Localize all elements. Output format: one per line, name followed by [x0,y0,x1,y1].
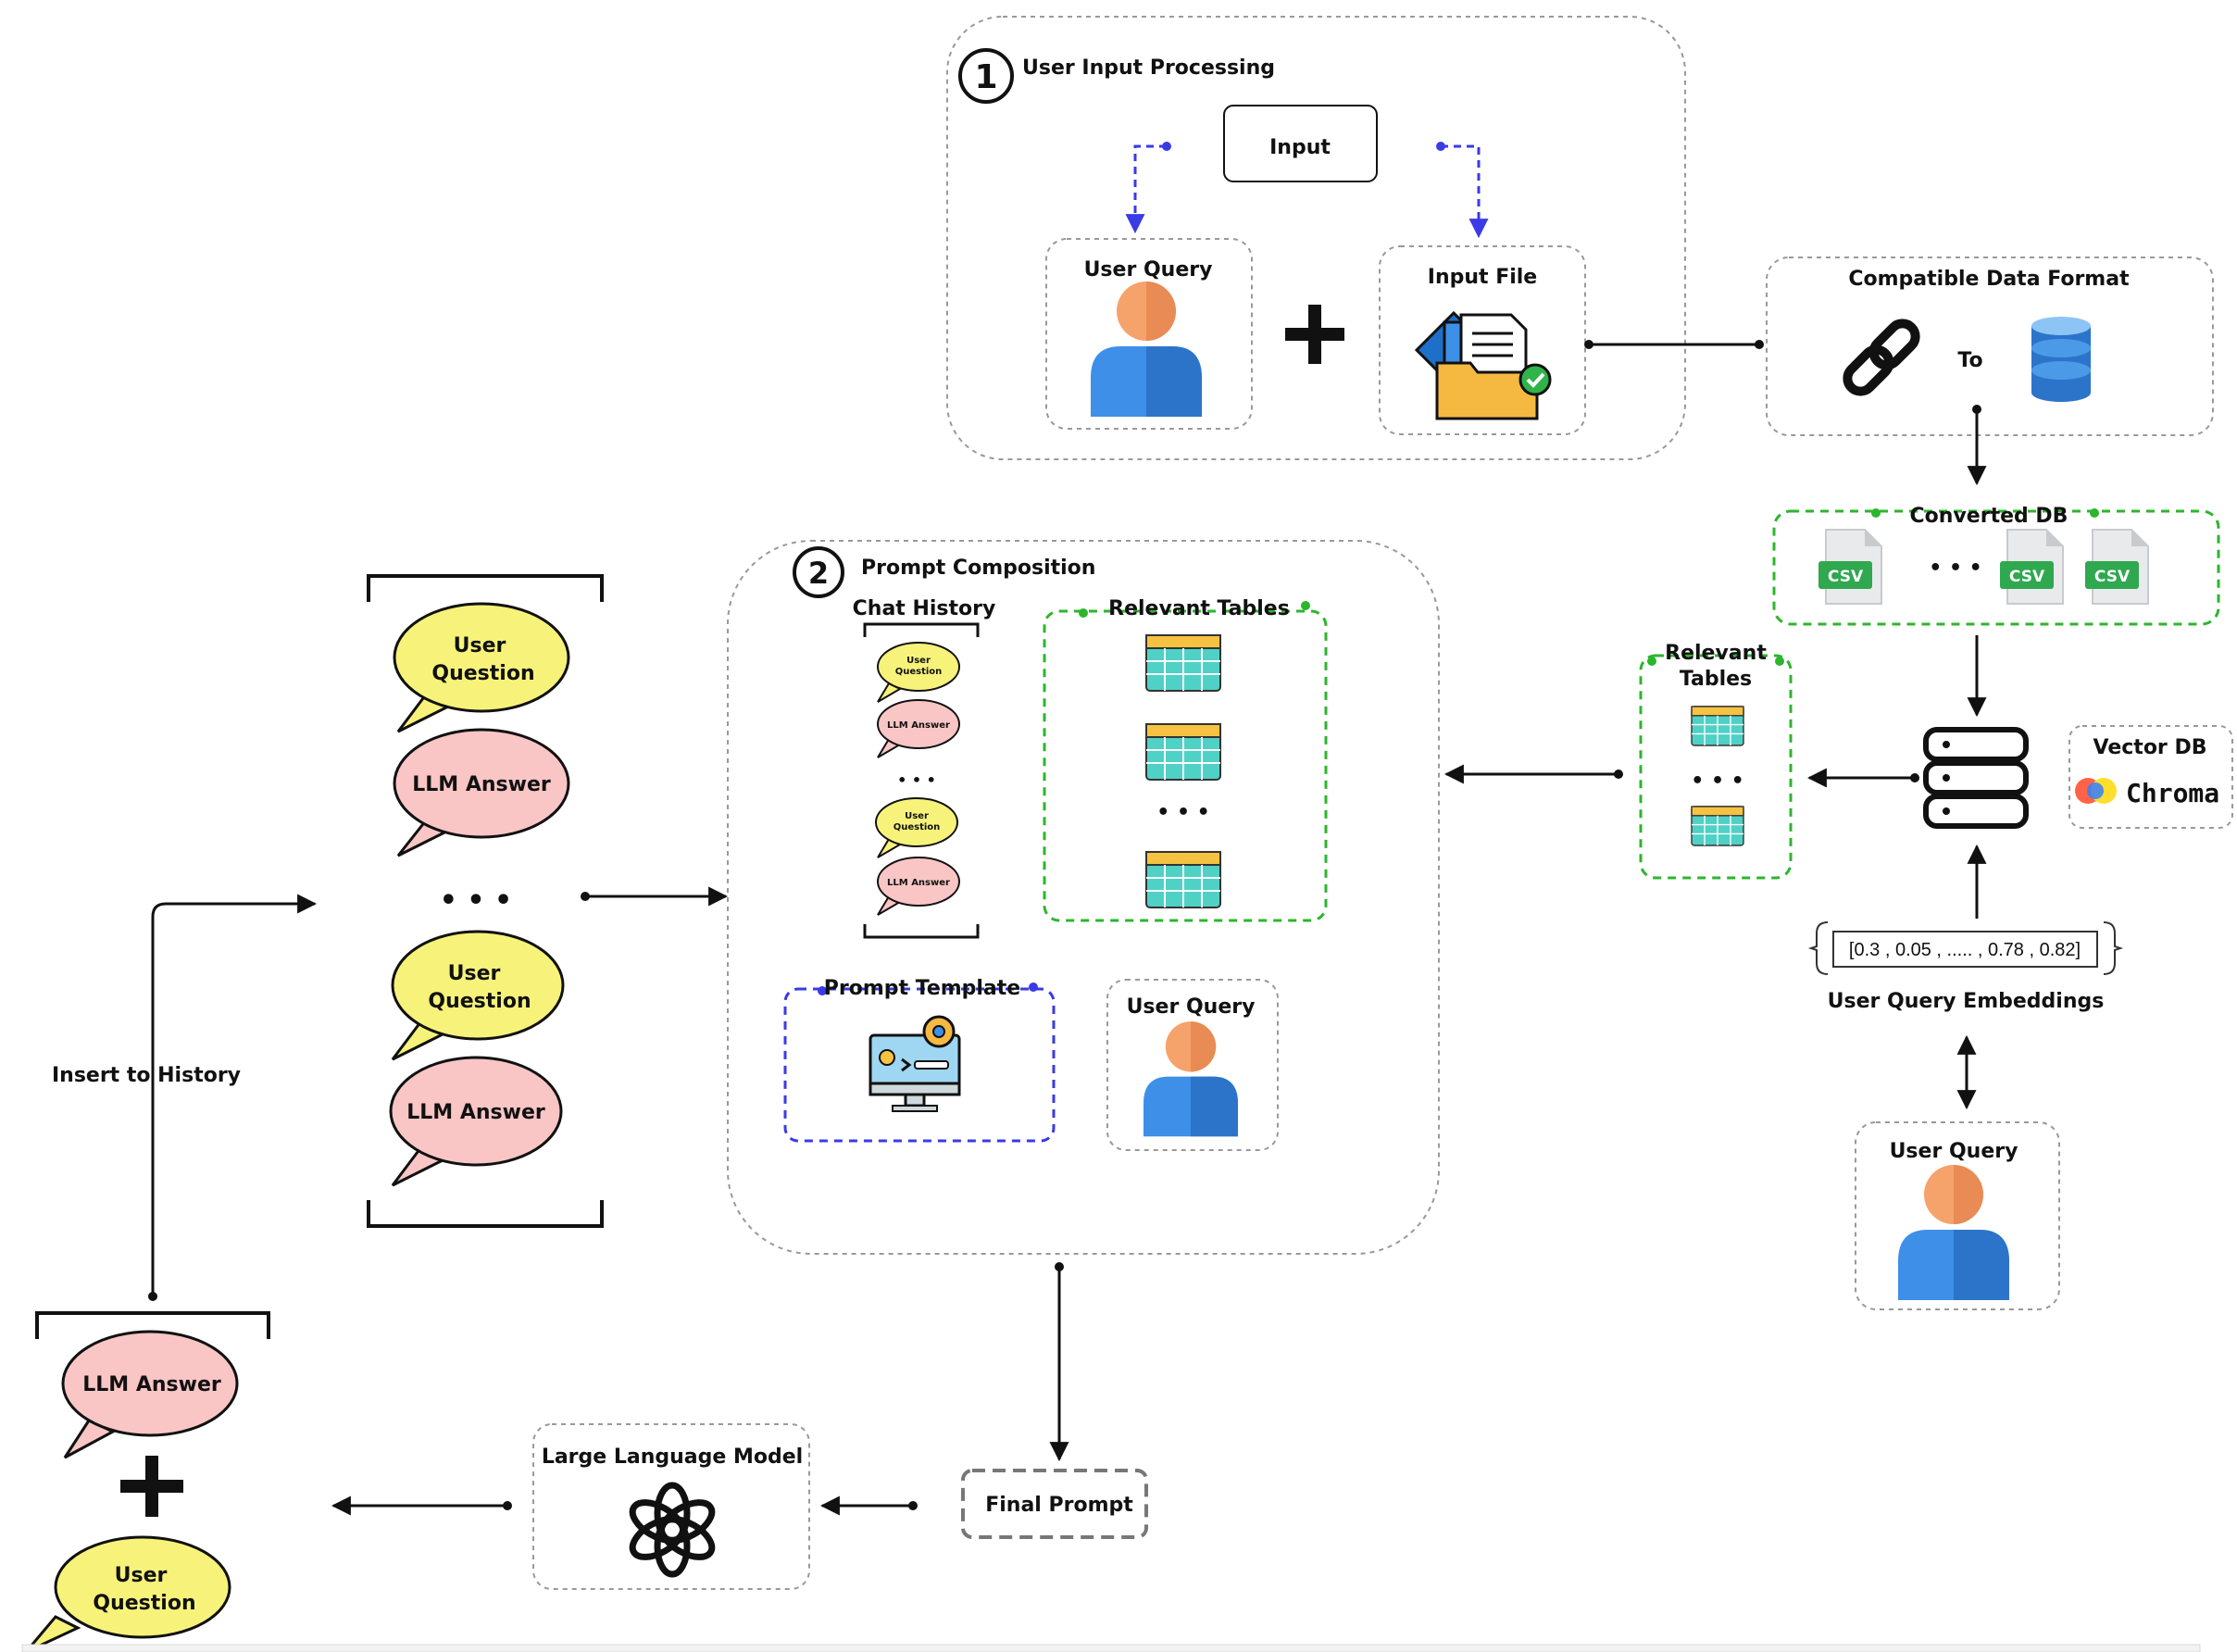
folder-file-icon [1414,310,1552,420]
embeddings-group: [0.3 , 0.05 , ..... , 0.78 , 0.82] User … [1807,921,2124,1013]
output-group: LLM Answer User Question [24,1311,270,1652]
chroma-logo-icon [2075,778,2117,804]
section-2-title: Prompt Composition [861,557,1095,580]
vector-db-title: Vector DB [2093,736,2207,759]
relevant-tables-inner-ellipsis: • • • [1156,801,1210,824]
mini-user-question-bubble: User Question [875,797,958,858]
converted-db-title: Converted DB [1910,505,2068,528]
user-query-label-top: User Query [1084,258,1213,282]
relevant-tables-right-line1: Relevant [1665,642,1767,665]
table-icon [1691,806,1744,846]
embedding-vector: [0.3 , 0.05 , ..... , 0.78 , 0.82] [1849,940,2081,960]
section-user-input-processing: 1 User Input Processing Input User Query… [946,16,1686,460]
svg-text:Question: Question [894,822,941,832]
plus-icon [120,1456,183,1517]
chat-history-label: Chat History [853,597,996,620]
insert-to-history-label: Insert to History [52,1064,241,1087]
user-query-box-inner [1106,979,1279,1151]
input-file-box [1379,245,1586,435]
user-person-icon [1898,1165,2009,1300]
svg-text:LLM Answer: LLM Answer [412,773,551,796]
user-query-box-top [1045,238,1253,430]
bottom-frame-edge [21,1644,2201,1652]
user-query-label-inner: User Query [1127,995,1256,1019]
table-icon [1145,851,1221,908]
user-question-bubble: User Question [24,1535,231,1652]
relevant-tables-inner-label: Relevant Tables [1108,597,1290,620]
csv-icon: CSV [1818,529,1882,605]
svg-text:Question: Question [428,990,531,1013]
table-icon [1145,634,1221,692]
svg-text:User: User [448,962,501,985]
final-prompt-label: Final Prompt [985,1494,1133,1517]
relevant-tables-right-ellipsis: • • • [1691,770,1744,793]
section-prompt-composition: 2 Prompt Composition Chat History User Q… [727,540,1440,1255]
chroma-brand: Chroma [2126,778,2219,808]
mini-llm-answer-bubble: LLM Answer [877,857,960,916]
output-llm-answer-text: LLM Answer [82,1373,221,1396]
csv-icon: CSV [1999,529,2064,605]
svg-text:LLM Answer: LLM Answer [887,720,950,731]
final-prompt-box: Final Prompt [961,1469,1148,1539]
step-2-number: 2 [808,556,829,591]
step-1-badge [958,48,1014,104]
server-database-icon [1923,727,2029,829]
csv-icon: CSV [2084,529,2149,605]
compatible-data-format-box: Compatible Data Format To [1766,257,2214,436]
to-label: To [1957,349,1982,372]
svg-text:LLM Answer: LLM Answer [887,878,950,888]
user-question-bubble: User Question [391,930,565,1061]
history-ellipsis: • • • [440,884,512,917]
svg-text:CSV: CSV [2094,568,2131,586]
llm-box: Large Language Model [532,1423,810,1590]
prompt-template-label: Prompt Template [824,977,1020,1000]
output-user-question-line1: User [115,1564,168,1587]
llm-answer-bubble: LLM Answer [61,1330,239,1459]
svg-text:Question: Question [895,667,943,677]
svg-text:User: User [905,811,929,821]
llm-box-title: Large Language Model [542,1446,803,1469]
section-1-title: User Input Processing [1022,56,1275,80]
compatible-title: Compatible Data Format [1848,268,2130,291]
relevant-tables-right-line2: Tables [1680,668,1752,691]
mini-user-question-bubble: User Question [877,642,960,703]
vector-db-box: Vector DB Chroma [2068,725,2233,829]
step-2-badge [793,546,844,598]
relevant-tables-right-box: Relevant Tables • • • [1639,642,1793,880]
mini-llm-answer-bubble: LLM Answer [877,699,960,758]
embeddings-label: User Query Embeddings [1828,990,2105,1013]
step-1-number: 1 [974,58,997,96]
svg-text:User: User [454,634,506,657]
table-icon [1145,723,1221,781]
user-query-box-bottom: User Query [1855,1121,2060,1310]
csv-ellipsis: • • • [1929,557,1982,580]
database-icon [2031,317,2091,402]
monitor-code-icon [869,1015,961,1112]
table-icon [1691,706,1744,746]
llm-answer-bubble: LLM Answer [393,728,570,857]
user-question-bubble: User Question [393,602,570,733]
input-box [1223,105,1378,182]
svg-text:CSV: CSV [1828,568,1864,586]
prompt-template-box [783,987,1056,1143]
chat-history-ellipsis: • • • [897,771,936,789]
user-person-icon [1143,1021,1238,1137]
converted-db-box: Converted DB CSV • • • CSV CSV [1772,505,2220,626]
user-person-icon [1091,282,1202,417]
svg-text:User: User [906,656,931,666]
svg-text:LLM Answer: LLM Answer [406,1101,545,1124]
svg-text:CSV: CSV [2009,568,2045,586]
svg-text:Question: Question [431,662,534,685]
input-file-label: Input File [1428,266,1537,289]
plus-icon [1285,305,1344,364]
relevant-tables-inner-box [1043,609,1328,922]
llm-answer-bubble: LLM Answer [389,1056,563,1187]
link-icon [1843,319,1920,396]
input-label: Input [1269,136,1331,159]
output-user-question-line2: Question [93,1592,195,1615]
user-query-label-bottom: User Query [1890,1140,2018,1163]
history-stack: User Question LLM Answer • • • User Ques… [367,574,604,1228]
openai-logo-icon [629,1482,716,1578]
